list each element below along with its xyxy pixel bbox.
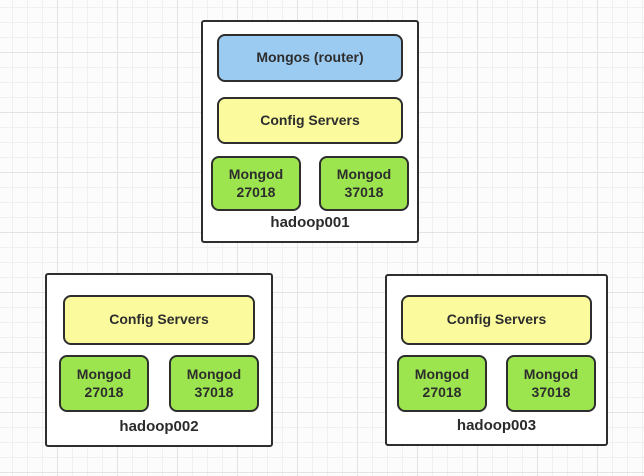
mongod-27018-label: Mongod 27018 xyxy=(76,366,132,400)
mongos-router-node[interactable]: Mongos (router) xyxy=(217,34,403,82)
mongod-37018-node-hadoop002[interactable]: Mongod 37018 xyxy=(169,355,259,412)
mongod-row-hadoop001: Mongod 27018 Mongod 37018 xyxy=(211,156,409,211)
host-title-hadoop003: hadoop003 xyxy=(456,417,537,434)
mongod-27018-label: Mongod 27018 xyxy=(228,166,284,200)
config-servers-node-hadoop003[interactable]: Config Servers xyxy=(401,295,592,345)
mongod-27018-label: Mongod 27018 xyxy=(414,366,470,400)
mongod-row-hadoop003: Mongod 27018 Mongod 37018 xyxy=(397,355,596,412)
mongod-37018-label: Mongod 37018 xyxy=(523,366,579,400)
mongod-27018-node-hadoop003[interactable]: Mongod 27018 xyxy=(397,355,487,412)
mongos-router-label: Mongos (router) xyxy=(256,49,364,66)
host-title-hadoop002: hadoop002 xyxy=(119,418,199,435)
mongod-37018-node-hadoop001[interactable]: Mongod 37018 xyxy=(319,156,409,211)
mongod-row-hadoop002: Mongod 27018 Mongod 37018 xyxy=(59,355,259,412)
config-servers-node-hadoop002[interactable]: Config Servers xyxy=(63,295,255,345)
mongod-37018-node-hadoop003[interactable]: Mongod 37018 xyxy=(506,355,596,412)
mongod-27018-node-hadoop002[interactable]: Mongod 27018 xyxy=(59,355,149,412)
config-servers-label: Config Servers xyxy=(109,311,209,328)
host-box-hadoop003[interactable]: Config Servers Mongod 27018 Mongod 37018… xyxy=(385,274,608,446)
mongod-37018-label: Mongod 37018 xyxy=(186,366,242,400)
host-title-hadoop001: hadoop001 xyxy=(270,214,350,231)
config-servers-node-hadoop001[interactable]: Config Servers xyxy=(217,97,403,144)
mongod-27018-node-hadoop001[interactable]: Mongod 27018 xyxy=(211,156,301,211)
host-box-hadoop002[interactable]: Config Servers Mongod 27018 Mongod 37018… xyxy=(45,273,273,447)
mongod-37018-label: Mongod 37018 xyxy=(336,166,392,200)
config-servers-label: Config Servers xyxy=(260,111,360,128)
config-servers-label: Config Servers xyxy=(446,311,547,328)
host-box-hadoop001[interactable]: Mongos (router) Config Servers Mongod 27… xyxy=(201,20,419,243)
